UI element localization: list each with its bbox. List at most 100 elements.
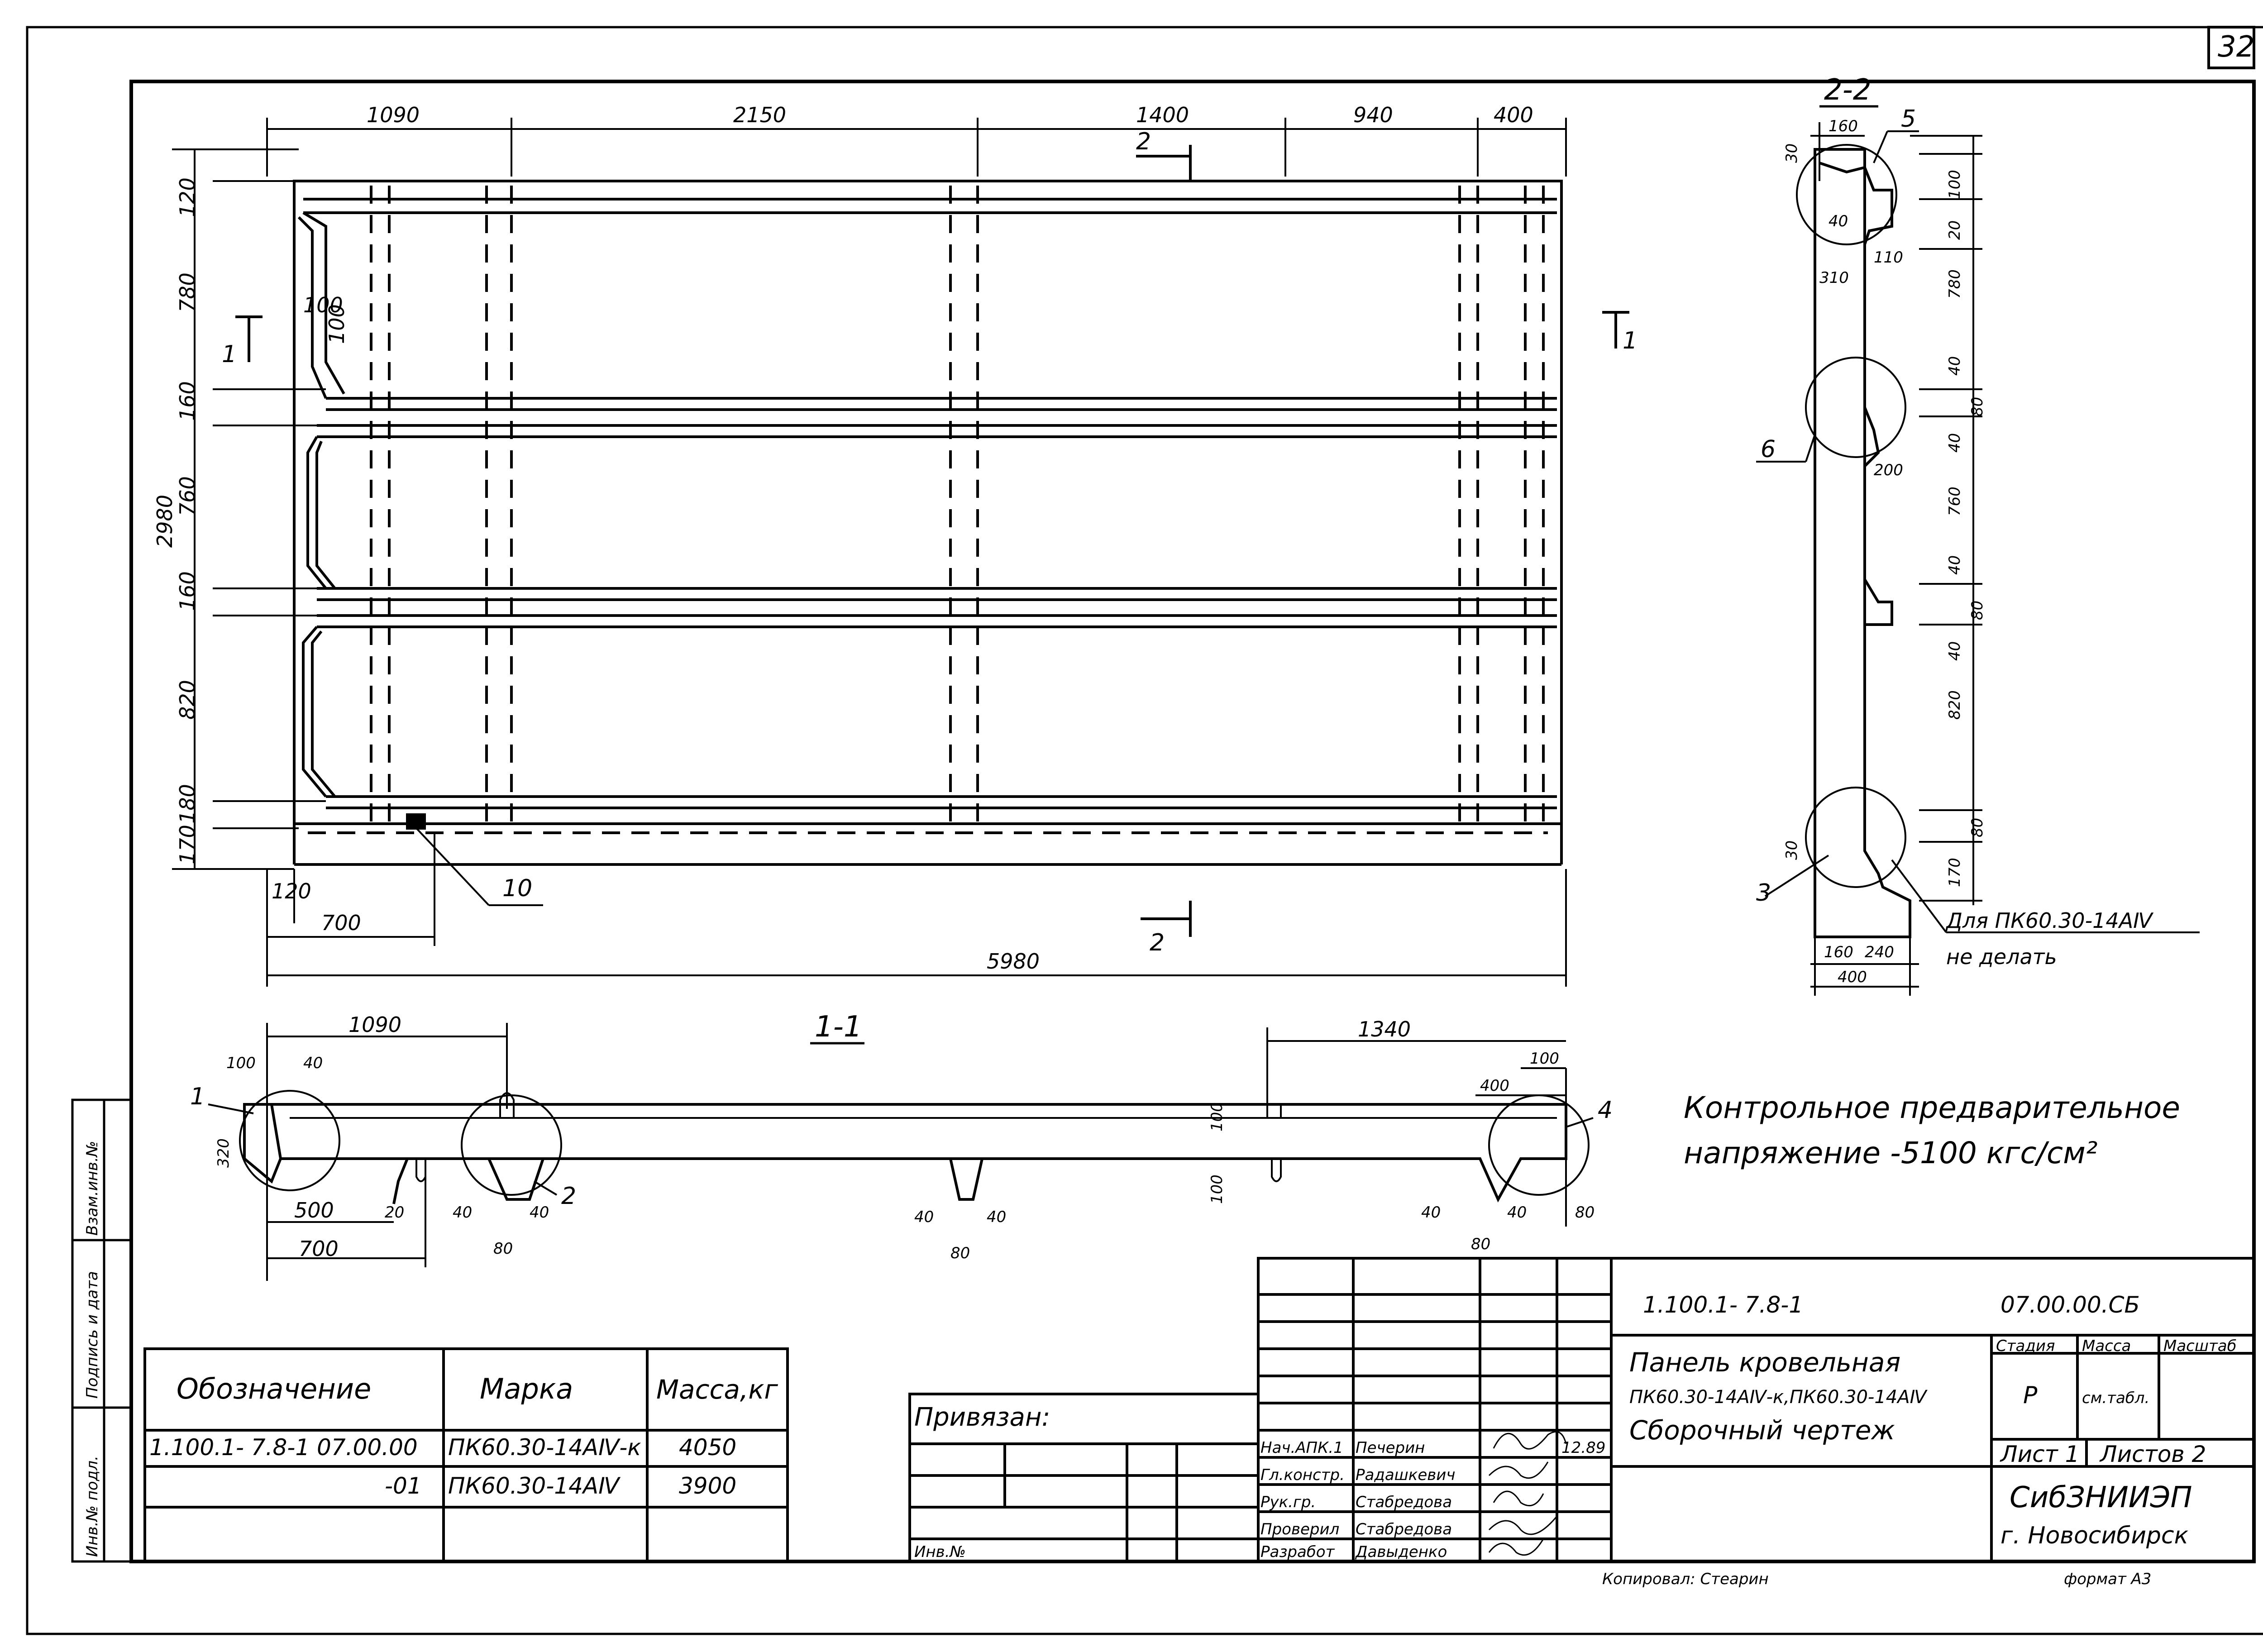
- s11-dim-80d: 80: [1575, 1203, 1595, 1222]
- s11-dim-100c: 100: [1208, 1175, 1226, 1204]
- section-1-1-view: [239, 1090, 1590, 1204]
- s22-dim-20: 20: [1946, 220, 1964, 240]
- callout-4: 4: [1598, 1097, 1613, 1124]
- person-2-name: Радашкевич: [1356, 1466, 1455, 1484]
- plan-top-dim-1: 1090: [367, 103, 420, 127]
- stage-header: Стадия: [1996, 1337, 2055, 1355]
- plan-overall-length: 5980: [987, 949, 1040, 974]
- s22-leaders: [1756, 130, 2200, 933]
- s11-dim-320: 320: [215, 1138, 233, 1168]
- plan-left-dim-3: 160: [175, 381, 200, 421]
- mass-header: Масса: [2082, 1337, 2131, 1355]
- s11-dim-1340: 1340: [1358, 1017, 1411, 1041]
- section-1-1-title: 1-1: [815, 1010, 862, 1044]
- binding-title: Привязан:: [914, 1403, 1050, 1432]
- person-2-role: Гл.констр.: [1260, 1466, 1345, 1484]
- s11-dim-40g: 40: [1507, 1203, 1527, 1222]
- plan-left-dim-6: 820: [175, 680, 200, 720]
- plan-left-dim-4: 760: [175, 476, 200, 516]
- plan-rib-dim-2: 100: [303, 293, 343, 317]
- s22-dim-40a: 40: [1829, 212, 1848, 230]
- s11-dim-40d: 40: [914, 1208, 934, 1226]
- s22-dim-170: 170: [1946, 858, 1964, 887]
- callout-3: 3: [1756, 879, 1771, 907]
- s22-note-line2: не делать: [1946, 945, 2057, 969]
- person-1-role: Нач.АПК.1: [1260, 1439, 1343, 1457]
- stage-value: Р: [2023, 1382, 2038, 1409]
- s22-dim-80c: 80: [1968, 818, 1986, 837]
- s22-dim-160a: 160: [1829, 117, 1858, 135]
- plan-top-dim-2: 2150: [733, 103, 786, 127]
- s11-dim-80b: 80: [950, 1244, 970, 1262]
- callout-10: 10: [502, 875, 532, 902]
- spec-row1-designation: 1.100.1- 7.8-1 07.00.00: [149, 1434, 418, 1461]
- sheet-number-box: [2207, 26, 2255, 69]
- s11-leaders: [208, 1103, 1594, 1196]
- s22-dim-lines: [1810, 122, 1982, 996]
- doc-name-line1: Панель кровельная: [1629, 1347, 1900, 1378]
- person-4-name: Стабредова: [1356, 1520, 1452, 1538]
- title-block: [1257, 1257, 2255, 1563]
- plan-top-dim-3: 1400: [1136, 103, 1189, 127]
- s22-dim-80a: 80: [1968, 397, 1986, 416]
- s11-dim-20: 20: [385, 1203, 404, 1222]
- person-3-name: Стабредова: [1356, 1493, 1452, 1511]
- doc-name-line2: ПК60.30-14АⅣ-к,ПК60.30-14АⅣ: [1629, 1387, 1928, 1408]
- spec-row1-mark: ПК60.30-14АⅣ-к: [448, 1434, 641, 1461]
- s11-dim-100d: 100: [1530, 1050, 1559, 1068]
- org-line1: СибЗНИИЭП: [2010, 1481, 2192, 1514]
- s22-dim-160b: 160: [1824, 943, 1853, 961]
- s22-dim-780: 780: [1946, 269, 1964, 299]
- spec-row2-designation: -01: [385, 1473, 422, 1499]
- plan-bottom-dim-1: 120: [272, 879, 311, 903]
- doc-code: 07.00.00.СБ: [2000, 1292, 2140, 1318]
- s11-dim-500: 500: [294, 1198, 334, 1222]
- s22-note-line1: Для ПК60.30-14АⅣ: [1945, 908, 2154, 933]
- plan-top-dim-5: 400: [1494, 103, 1533, 127]
- callout-6: 6: [1761, 436, 1776, 463]
- side-stamp: [71, 1098, 133, 1563]
- section-1-1-dim-lines: [266, 1023, 1567, 1281]
- s11-dim-40b: 40: [453, 1203, 472, 1222]
- binding-inv: Инв.№: [914, 1543, 966, 1561]
- stamp-vzam: Взам.инв.№: [83, 1141, 101, 1236]
- sheet-number: 32: [2218, 30, 2254, 64]
- person-4-role: Проверил: [1260, 1520, 1339, 1538]
- s11-dim-100b: 100: [1208, 1102, 1226, 1132]
- s22-dim-30b: 30: [1783, 840, 1801, 860]
- s11-dim-400: 400: [1480, 1077, 1509, 1095]
- s22-dim-80b: 80: [1968, 601, 1986, 620]
- s11-dim-80a: 80: [493, 1240, 513, 1258]
- spec-row2-mark: ПК60.30-14АⅣ: [448, 1473, 621, 1499]
- scale-header: Масштаб: [2163, 1337, 2237, 1355]
- copied-by: Копировал: Стеарин: [1602, 1570, 1769, 1588]
- sheet-label: Лист 1: [2000, 1441, 2079, 1467]
- section-1-marks: [235, 311, 1629, 362]
- plan-left-dim-lines: [172, 148, 326, 870]
- s11-dim-40e: 40: [987, 1208, 1006, 1226]
- spec-header-mass: Масса,кг: [656, 1374, 778, 1405]
- s22-dim-100: 100: [1946, 170, 1964, 199]
- org-line2: г. Новосибирск: [2000, 1522, 2189, 1549]
- doc-name-line3: Сборочный чертеж: [1629, 1415, 1895, 1446]
- plan-left-dim-8: 170: [175, 825, 200, 864]
- stamp-podpis: Подпись и дата: [83, 1271, 101, 1399]
- s11-dim-1090: 1090: [349, 1012, 401, 1037]
- signature-marks: [1488, 1431, 1567, 1556]
- s22-dim-30a: 30: [1783, 143, 1801, 163]
- spec-table: [143, 1347, 789, 1563]
- s22-dim-40e: 40: [1946, 641, 1964, 661]
- person-5-role: Разработ: [1260, 1543, 1335, 1561]
- plan-left-dim-5: 160: [175, 571, 200, 611]
- plan-overall-height: 2980: [153, 495, 177, 548]
- callout-5: 5: [1901, 105, 1916, 133]
- section-2-2-view: [1796, 144, 1911, 938]
- spec-header-designation: Обозначение: [177, 1372, 371, 1405]
- s22-dim-820: 820: [1946, 690, 1964, 720]
- s22-dim-240: 240: [1865, 943, 1894, 961]
- section-2-top-label: 2: [1136, 128, 1151, 155]
- plan-rib-dim-1: 100: [325, 304, 349, 344]
- inner-frame: [129, 80, 2256, 1563]
- s22-dim-760: 760: [1946, 487, 1964, 516]
